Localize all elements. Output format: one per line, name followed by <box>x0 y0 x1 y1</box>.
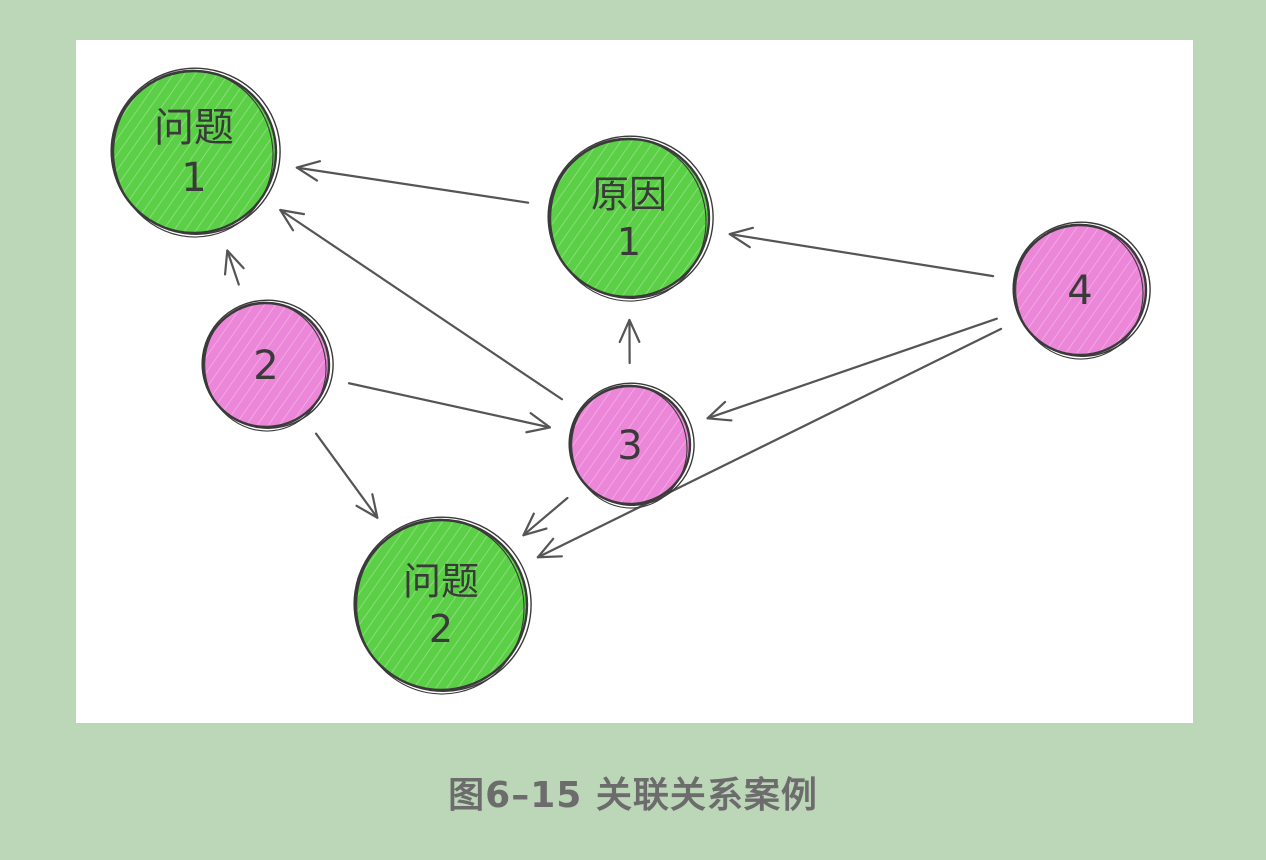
node-label-problem2-line-0: 问题 <box>403 560 479 604</box>
arrow-factor4-to-cause1 <box>728 226 995 278</box>
node-label-cause1-line-1: 1 <box>617 220 641 264</box>
arrow-factor2-to-problem1 <box>223 249 245 286</box>
node-label-factor4-line-0: 4 <box>1067 268 1092 314</box>
node-cause1: 原因1 <box>547 135 714 302</box>
node-label-factor2-line-0: 2 <box>253 343 278 389</box>
arrow-factor3-to-problem2 <box>522 496 569 537</box>
arrow-factor3-to-problem1 <box>279 208 564 401</box>
arrow-factor2-to-problem2 <box>314 432 379 519</box>
node-label-problem2-line-1: 2 <box>429 607 453 651</box>
node-label-cause1-line-0: 原因 <box>591 173 667 217</box>
node-problem1: 问题1 <box>110 67 281 238</box>
arrow-factor2-to-factor3 <box>347 382 552 434</box>
node-factor3: 3 <box>568 382 695 509</box>
arrow-factor3-to-cause1 <box>618 318 641 365</box>
node-problem2: 问题2 <box>353 516 532 695</box>
arrow-factor4-to-factor3 <box>706 317 998 422</box>
node-label-problem1-line-0: 问题 <box>154 105 234 151</box>
arrow-factor4-to-problem2 <box>536 327 1003 559</box>
node-factor2: 2 <box>201 299 334 432</box>
node-label-factor3-line-0: 3 <box>617 423 642 469</box>
node-label-problem1-line-1: 1 <box>181 155 206 201</box>
edges-layer <box>223 160 1003 559</box>
arrow-cause1-to-problem1 <box>295 160 530 204</box>
node-factor4: 4 <box>1012 221 1151 360</box>
figure-caption: 图6–15 关联关系案例 <box>448 775 818 816</box>
